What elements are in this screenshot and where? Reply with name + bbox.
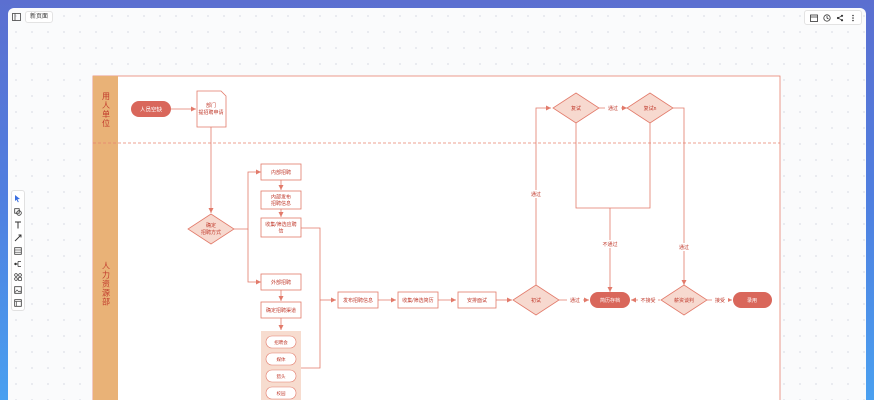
history-icon[interactable] [821, 12, 832, 23]
node-interview1[interactable] [512, 284, 560, 316]
component-icon[interactable] [13, 271, 23, 282]
sidebar-toggle-icon[interactable] [12, 13, 21, 21]
edge-label-fail: 不通过 [602, 241, 617, 248]
node-request-l2: 提招聘申请 [198, 109, 223, 116]
node-start-label: 人员空缺 [140, 106, 163, 114]
edge-second-fail-loop [575, 123, 651, 209]
option-fair[interactable] [265, 335, 297, 349]
left-toolbox [11, 190, 25, 311]
node-archive[interactable] [590, 292, 630, 308]
node-external[interactable] [260, 273, 302, 291]
node-decide-l2: 招聘方式 [201, 229, 221, 236]
node-interview2[interactable] [552, 92, 600, 124]
edge-label-not-accept: 不接受 [640, 297, 655, 304]
option-campus-label: 校园 [277, 390, 286, 397]
image-icon[interactable] [13, 284, 23, 295]
node-interview2-label: 复试 [571, 105, 581, 112]
share-icon[interactable] [834, 12, 845, 23]
table-icon[interactable] [13, 245, 23, 256]
node-internal[interactable] [260, 163, 302, 181]
node-arrange[interactable] [457, 291, 497, 309]
node-screen[interactable] [397, 291, 439, 309]
edge-interview-second [535, 105, 551, 285]
swimlane-frame [92, 75, 781, 400]
node-interview3[interactable] [626, 92, 674, 124]
option-media[interactable] [265, 352, 297, 366]
node-channel-label: 确定招聘渠道 [266, 307, 296, 314]
pointer-icon[interactable] [13, 193, 23, 204]
option-media-label: 媒体 [277, 356, 286, 363]
node-interview1-label: 初试 [531, 297, 541, 304]
node-salary-label: 薪资谈判 [674, 297, 694, 304]
node-decide[interactable] [187, 213, 235, 245]
edge-nth-salary [673, 107, 687, 285]
node-publish-label: 发布招聘信息 [343, 297, 373, 304]
calendar-icon[interactable] [808, 12, 819, 23]
node-request[interactable] [196, 90, 227, 128]
node-arrange-label: 安排面试 [467, 297, 487, 304]
node-external-label: 外部招聘 [271, 279, 291, 286]
node-publish[interactable] [337, 291, 379, 309]
lane-header-bar [93, 76, 118, 400]
node-collect-l1: 收集/筛选应聘 [265, 221, 296, 228]
mindmap-icon[interactable] [13, 258, 23, 269]
node-interview3-label: 复试n [644, 105, 657, 112]
node-channel[interactable] [260, 301, 302, 319]
node-hire-label: 录用 [747, 297, 757, 304]
lane-label-hr: 人力资源部 [102, 262, 111, 307]
option-campus[interactable] [265, 386, 297, 400]
edge-decide-external [247, 229, 261, 285]
node-collect[interactable] [260, 217, 302, 238]
node-start[interactable] [131, 101, 171, 117]
shape-icon[interactable] [13, 206, 23, 217]
document-title[interactable]: 新页面 [25, 11, 54, 23]
option-headhunter[interactable] [265, 369, 297, 383]
lane-label-employer: 用人单位 [102, 92, 111, 128]
node-request-l1: 部门 [206, 102, 216, 109]
edge-decide-internal [234, 169, 261, 230]
node-screen-label: 收集/筛选简历 [402, 297, 433, 304]
node-int-publish[interactable] [260, 190, 302, 210]
edge-label-pass-4: 通过 [679, 244, 689, 251]
edge-label-pass-1: 通过 [531, 191, 541, 198]
node-hire[interactable] [733, 292, 772, 308]
edge-label-accept: 接受 [715, 297, 725, 304]
top-toolbar: 新页面 [8, 8, 866, 26]
node-int-publish-l1: 内部发布 [271, 194, 291, 201]
text-icon[interactable] [13, 219, 23, 230]
node-collect-l2: 信 [278, 228, 283, 235]
node-decide-l1: 确定 [206, 222, 216, 229]
app-window: 新页面 用人单位 人力资源部 [8, 8, 866, 400]
node-salary[interactable] [660, 284, 708, 316]
edge-label-pass-2: 通过 [570, 297, 580, 304]
edge-collect-merge [301, 227, 321, 369]
option-headhunter-label: 猎头 [277, 373, 286, 380]
node-internal-label: 内部招聘 [271, 169, 291, 176]
frame-icon[interactable] [13, 297, 23, 308]
node-int-publish-l2: 招聘信息 [271, 200, 291, 207]
flowchart-canvas: 用人单位 人力资源部 [92, 75, 781, 400]
node-archive-label: 简历存档 [600, 297, 620, 304]
edge-label-pass-3: 通过 [608, 105, 618, 112]
option-fair-label: 招聘会 [274, 339, 288, 346]
more-icon[interactable] [847, 12, 858, 23]
connector-icon[interactable] [13, 232, 23, 243]
